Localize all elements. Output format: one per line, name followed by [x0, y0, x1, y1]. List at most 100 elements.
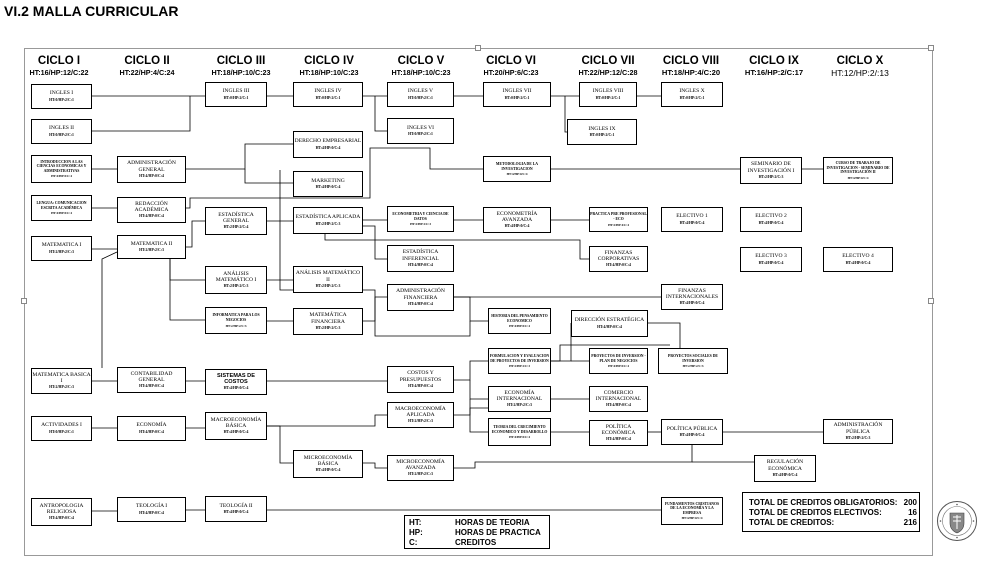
- course-name: REGULACIÓN ECONÓMICA: [766, 459, 804, 472]
- total-value: 16: [908, 508, 917, 517]
- course-hours: HT:2/HP:2/C:3: [758, 174, 784, 179]
- course-name: ELECTIVO 1: [676, 213, 708, 220]
- course-hours: HT:2/HP:2/C:3: [139, 248, 164, 253]
- course-hours: HT:4/HP:0/C:4: [506, 172, 528, 177]
- course-name: INGLES VI: [406, 124, 435, 131]
- course-name: PROYECTOS SOCIALES DE INVERSION: [668, 353, 718, 363]
- frame-handle-left[interactable]: [21, 298, 27, 304]
- course-name: PRACTICA PRE PROFESIONAL - ECO: [590, 212, 647, 221]
- course-box-cursotrab[interactable]: CURSO DE TRABAJO DE INVESTIGACION - SEMI…: [823, 157, 893, 184]
- course-hours: HT:2/HP:2/C:3: [408, 419, 433, 424]
- course-hours: HT:4/HP:0/C:4: [408, 383, 433, 388]
- frame-handle-top-right[interactable]: [928, 45, 934, 51]
- legend-value: CREDITOS: [455, 538, 497, 547]
- course-hours: HT:2/HP:2/C:3: [315, 325, 341, 330]
- course-name: COSTOS Y PRESUPUESTOS: [399, 370, 442, 383]
- course-hours: HT:4/HP:0/C:4: [315, 468, 341, 473]
- frame-handle-top[interactable]: [475, 45, 481, 51]
- course-box-fundcris[interactable]: FUNDAMENTOS CRISTIANOS DE LA ECONOMÍA Y …: [661, 497, 723, 525]
- course-name: INGLES II: [48, 125, 74, 132]
- course-name: REDACCIÓN ACADÉMICA: [134, 200, 169, 213]
- connector-line: [469, 380, 488, 400]
- cycle-name: CICLO X: [836, 55, 884, 67]
- course-box-proyinv[interactable]: PROYECTOS DE INVERSION - PLAN DE NEGOCIO…: [589, 348, 648, 374]
- course-name: FORMULACION Y EVALUACION DE PROYECTOS DE…: [489, 353, 550, 363]
- cycle-hours: HT:16/HP:12/C:22: [29, 68, 89, 77]
- connector-line: [169, 259, 205, 321]
- connector-line: [186, 147, 483, 209]
- course-box-intro[interactable]: INTRODUCCION A LAS CIENCIAS ECONOMICAS Y…: [31, 155, 92, 183]
- course-name: COMERCIO INTERNACIONAL: [595, 389, 642, 402]
- legend-row-hp: HP:HORAS DE PRACTICA: [409, 528, 541, 537]
- cycle-name: CICLO IX: [749, 55, 799, 67]
- course-name: INGLES IV: [314, 88, 342, 95]
- course-box-teocrec[interactable]: TEORIA DEL CRECIMIENTO ECONOMICO Y DESAR…: [488, 418, 551, 446]
- course-box-formproy[interactable]: FORMULACION Y EVALUACION DE PROYECTOS DE…: [488, 348, 551, 374]
- course-hours: HT:4/HP:0/C:4: [606, 437, 631, 442]
- course-hours: HT:2/HP:2/C:3: [225, 323, 247, 328]
- frame-handle-right[interactable]: [928, 298, 934, 304]
- connector-line: [363, 462, 387, 469]
- connector-line: [169, 259, 205, 281]
